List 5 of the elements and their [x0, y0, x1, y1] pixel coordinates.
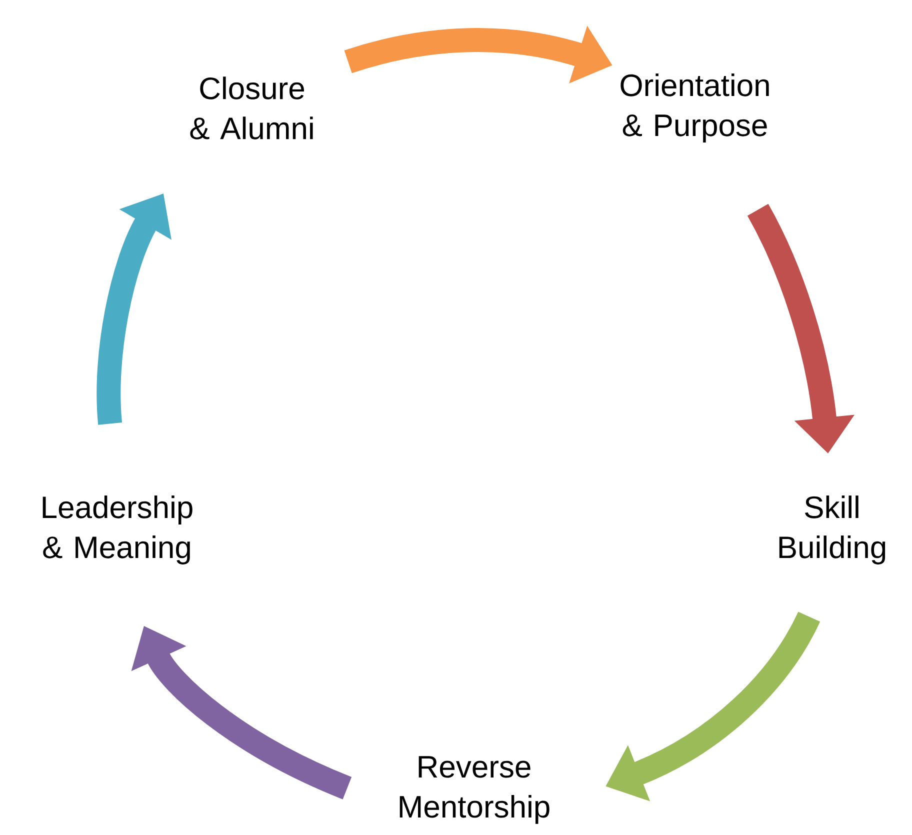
step-label: Reverse Mentorship: [400, 756, 550, 824]
step-label: Leadership & Meaning: [42, 496, 192, 564]
step-label: Closure & Alumni: [190, 76, 313, 140]
step-label: Skill Building: [779, 496, 886, 564]
step-label: Orientation & Purpose: [620, 74, 769, 142]
